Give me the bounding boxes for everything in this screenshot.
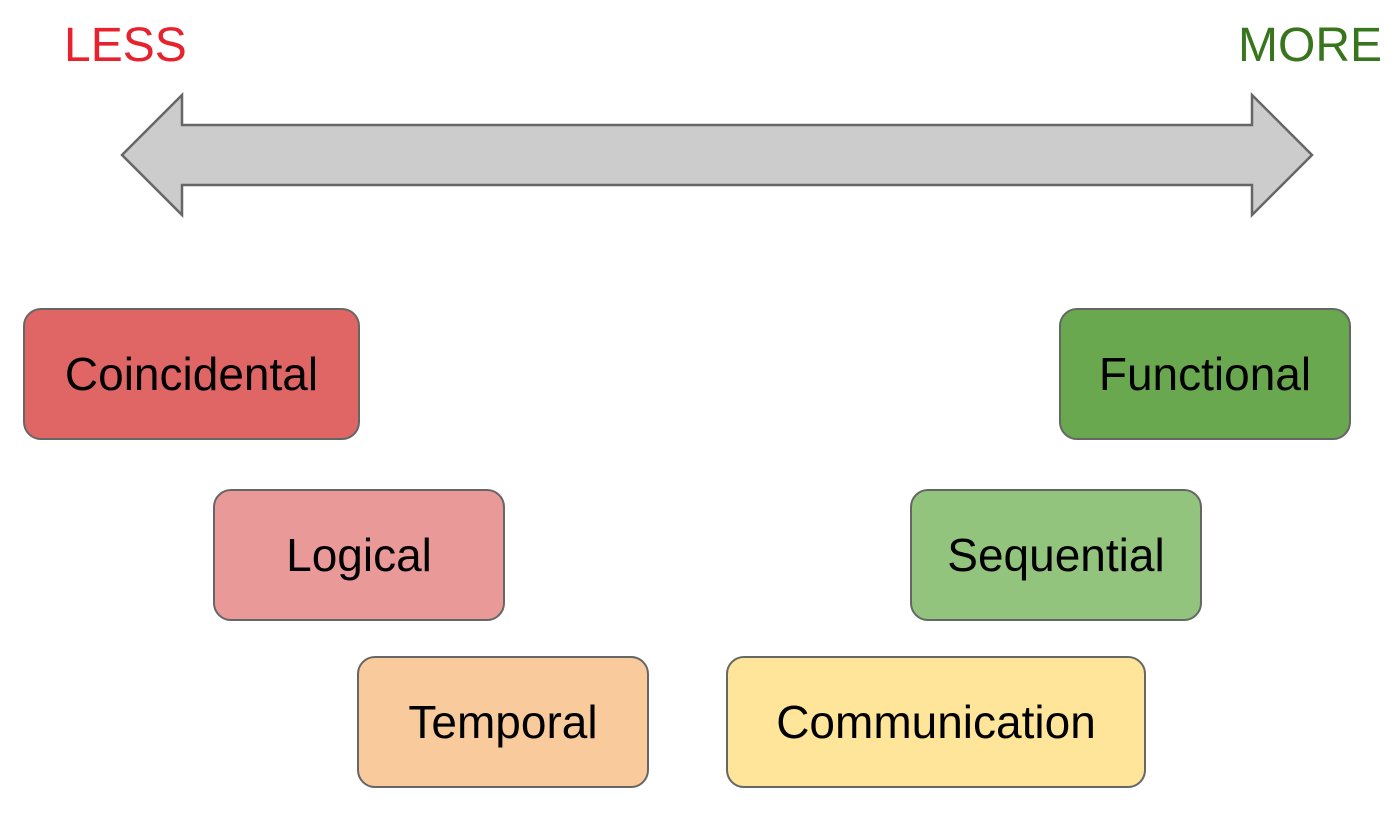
box-logical: Logical [213, 489, 505, 621]
box-temporal-label: Temporal [408, 696, 598, 748]
arrow-shape [120, 91, 1314, 219]
box-temporal: Temporal [357, 656, 649, 788]
box-communication-label: Communication [776, 696, 1096, 748]
box-sequential-label: Sequential [947, 529, 1165, 581]
box-logical-label: Logical [286, 529, 432, 581]
box-functional: Functional [1059, 308, 1351, 440]
box-coincidental-label: Coincidental [64, 348, 319, 400]
double-headed-arrow [120, 91, 1314, 219]
less-label: LESS [64, 19, 187, 72]
box-coincidental: Coincidental [23, 308, 360, 440]
box-sequential: Sequential [910, 489, 1202, 621]
box-functional-label: Functional [1098, 348, 1312, 400]
box-communication: Communication [726, 656, 1146, 788]
more-label: MORE [1238, 19, 1382, 72]
